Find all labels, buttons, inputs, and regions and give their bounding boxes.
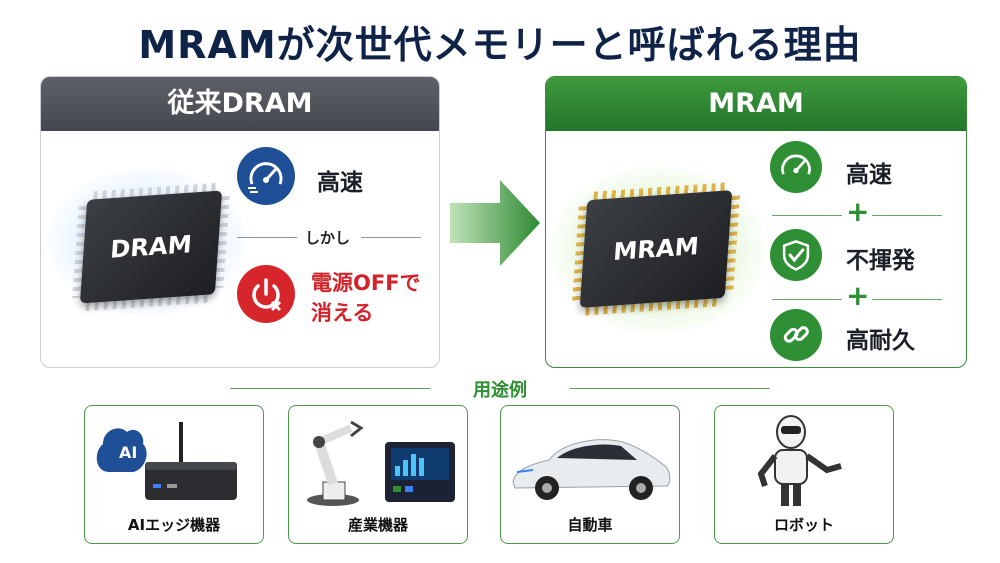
usage-card-automotive: 自動車 [500,405,680,544]
mram-feature-fast: 高速 [846,162,892,188]
mram-panel-header: MRAM [546,77,966,131]
separator-line [772,215,842,216]
mram-panel: MRAM MRAM 高速 + 不揮発 + 高耐久 [545,76,967,368]
usage-card-label: AIエッジ機器 [127,516,221,534]
speedometer-icon [770,141,822,193]
power-off-icon [237,265,295,323]
speedometer-icon [237,147,295,205]
dram-chip: DRAM [71,182,231,312]
mram-feature-nonvolatile: 不揮発 [846,248,915,274]
usage-card-ai-edge: AI AIエッジ機器 [84,405,264,544]
plus-sign: + [846,195,870,228]
mram-chip: MRAM [571,182,741,317]
dram-feature-volatile-1: 電源OFFで [311,271,421,295]
mram-feature-durable: 高耐久 [846,328,915,354]
separator-line [872,215,942,216]
however-text: しかし [305,229,351,247]
usage-label: 用途例 [473,380,527,401]
separator-line [772,299,842,300]
chain-link-icon [770,309,822,361]
divider-left [237,237,297,238]
robot-arm-icon [289,412,467,512]
mram-chip-label: MRAM [612,232,700,266]
usage-line-left [230,388,430,389]
arrow-right-icon [450,180,540,266]
shield-check-icon [770,229,822,281]
car-icon [501,412,679,512]
usage-card-label: 自動車 [567,516,613,534]
page-title: MRAMが次世代メモリーと呼ばれる理由 [138,23,862,67]
humanoid-robot-icon [715,412,893,512]
dram-chip-label: DRAM [109,230,193,264]
dram-panel: 従来DRAM DRAM 高速 しかし 電源OFFで 消える [40,76,440,368]
usage-card-label: ロボット [773,516,834,534]
separator-line [872,299,942,300]
plus-sign: + [846,279,870,312]
ai-badge-text: AI [119,443,137,462]
usage-card-robot: ロボット [714,405,894,544]
dram-feature-fast: 高速 [317,170,363,196]
dram-feature-volatile-2: 消える [311,301,374,325]
divider-right [361,237,421,238]
usage-card-label: 産業機器 [347,516,408,534]
usage-card-industrial: 産業機器 [288,405,468,544]
usage-line-right [570,388,770,389]
ai-edge-device-icon: AI [85,412,263,512]
dram-panel-header: 従来DRAM [41,77,439,131]
